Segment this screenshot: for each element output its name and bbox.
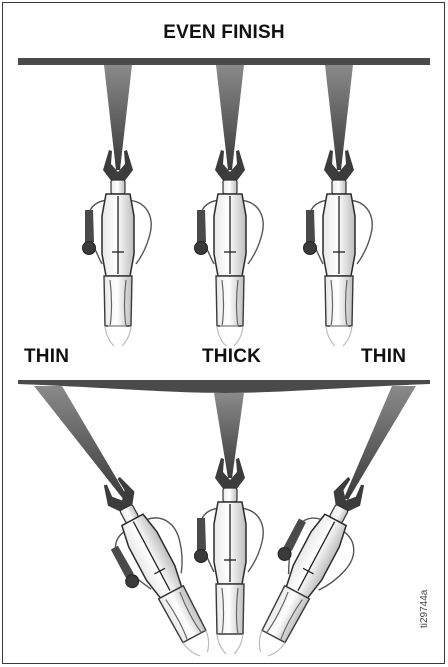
figure-code: ti29744a	[419, 589, 430, 628]
flat-surface-line	[18, 58, 430, 65]
label-thin-right: THIN	[361, 346, 407, 367]
spray-fan-left	[104, 65, 132, 170]
spray-fan-bottom-right	[344, 386, 416, 500]
spray-fan-bottom-center	[214, 393, 244, 478]
spray-gun-top-right	[302, 149, 373, 347]
spray-gun-top-left	[81, 149, 152, 347]
spray-fan-center	[216, 65, 244, 170]
spray-gun-top-center	[193, 149, 264, 347]
label-thick-center: THICK	[202, 346, 262, 367]
spray-fan-bottom-left	[34, 386, 128, 500]
label-thin-left: THIN	[24, 346, 70, 367]
uneven-surface-line	[18, 380, 430, 393]
spray-gun-bottom-center	[193, 457, 264, 655]
spray-fan-right	[325, 65, 353, 170]
spray-gun-bottom-right	[232, 463, 387, 667]
spray-gun-bottom-left	[79, 464, 234, 667]
title-even-finish: EVEN FINISH	[163, 22, 285, 43]
